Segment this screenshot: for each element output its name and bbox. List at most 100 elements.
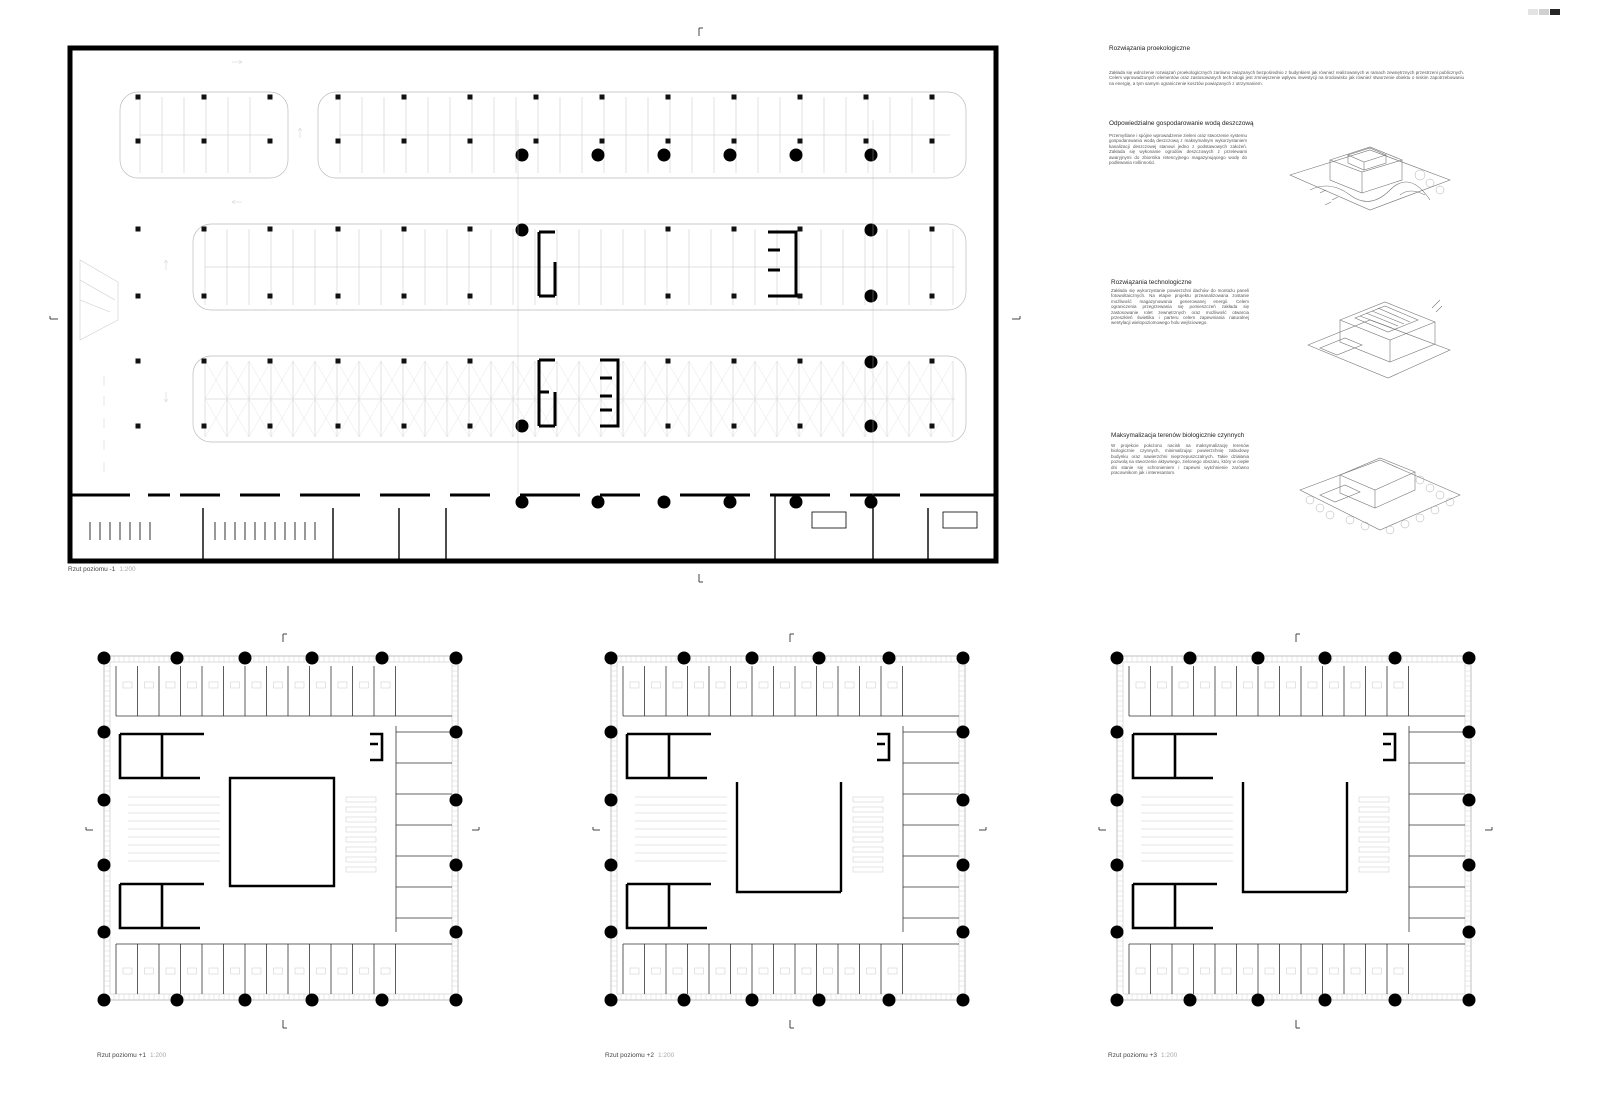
parking-bay-hatch — [886, 360, 910, 400]
section-marker-bottom — [1295, 1020, 1300, 1029]
atrium — [228, 776, 336, 888]
round-column — [591, 148, 605, 162]
square-column — [201, 226, 207, 232]
desk — [251, 681, 262, 689]
square-column — [467, 358, 473, 364]
parking-bay-hatch — [908, 398, 932, 438]
section-marker-top — [282, 633, 287, 642]
round-column — [1183, 651, 1197, 665]
parking-bay-hatch — [556, 398, 580, 438]
parking-bay-hatch — [336, 360, 360, 400]
section-paragraph-rainwater: Przemyślane i spójne wprowadzenie zielen… — [1109, 133, 1247, 166]
floor-plan-group — [85, 633, 480, 1029]
tree — [1415, 475, 1425, 485]
open-plan-desks — [128, 796, 377, 873]
square-column — [731, 293, 737, 299]
courtyard — [1319, 484, 1361, 503]
desk — [844, 681, 855, 689]
round-column — [449, 925, 463, 939]
traffic-arrows — [163, 59, 303, 403]
parking-bay-hatch — [314, 398, 338, 438]
rain-garden-path — [1309, 181, 1431, 202]
square-column — [731, 226, 737, 232]
round-column — [305, 993, 319, 1007]
parking-bay-hatch — [666, 360, 690, 400]
level-2-caption-label: Rzut poziomu +2 — [605, 1052, 654, 1059]
retention-pond — [1399, 190, 1426, 196]
square-column — [135, 138, 141, 144]
atrium-walls — [735, 782, 843, 894]
desk — [1372, 967, 1382, 975]
parking-bay-hatch — [798, 360, 822, 400]
stair-core — [118, 732, 384, 930]
round-column — [591, 495, 605, 509]
round-column — [97, 993, 111, 1007]
parking-bay-hatch — [314, 360, 338, 400]
desk — [345, 796, 377, 803]
parking-bay-hatch — [776, 360, 800, 400]
desk — [1135, 967, 1146, 975]
square-column — [797, 293, 803, 299]
square-column — [335, 138, 341, 144]
desk — [1358, 866, 1390, 873]
round-column — [864, 223, 878, 237]
furniture — [122, 681, 391, 975]
desk — [1393, 681, 1404, 689]
round-column — [812, 651, 826, 665]
parking-bay-hatch — [490, 398, 514, 438]
parking-bay-hatch — [820, 398, 844, 438]
round-column — [515, 223, 529, 237]
desk — [1243, 681, 1253, 689]
square-column — [797, 226, 803, 232]
round-column — [1462, 725, 1476, 739]
desk — [380, 967, 391, 975]
parking-bay-hatch — [424, 398, 448, 438]
round-column — [956, 925, 970, 939]
desk — [852, 866, 884, 873]
round-column — [657, 148, 671, 162]
desk — [780, 681, 790, 689]
parking-bay-hatch — [402, 360, 426, 400]
desk — [887, 681, 898, 689]
desk — [1350, 967, 1361, 975]
square-column — [467, 138, 473, 144]
round-column — [375, 651, 389, 665]
columns — [604, 651, 970, 1007]
side-offices — [1408, 726, 1465, 932]
round-column — [305, 651, 319, 665]
stair-cores — [537, 230, 798, 428]
desk — [852, 856, 884, 863]
parking-bay-hatch — [820, 360, 844, 400]
section-marker-left — [49, 316, 58, 320]
parking-bay-hatch — [204, 360, 228, 400]
round-column — [745, 993, 759, 1007]
section-paragraph-biological: W projekcie położono nacisk na maksymali… — [1111, 443, 1249, 476]
desk — [1358, 796, 1390, 803]
tree — [1445, 497, 1455, 507]
desk — [1200, 681, 1210, 689]
desk — [1307, 681, 1318, 689]
desk — [165, 681, 176, 689]
entrance-pavilion — [1319, 337, 1363, 356]
parking-bay-hatch — [446, 360, 470, 400]
round-column — [1110, 858, 1124, 872]
desk — [852, 806, 884, 813]
desk — [273, 681, 283, 689]
desk — [1329, 967, 1339, 975]
round-column — [604, 858, 618, 872]
round-column — [812, 993, 826, 1007]
round-column — [956, 725, 970, 739]
desk — [337, 967, 348, 975]
square-column — [863, 138, 869, 144]
desk — [780, 967, 790, 975]
square-column — [731, 138, 737, 144]
desk — [1286, 967, 1296, 975]
parking-bay-hatch — [864, 360, 888, 400]
square-column — [863, 94, 869, 100]
lift-core — [370, 732, 384, 762]
level-3-caption-label: Rzut poziomu +3 — [1108, 1052, 1157, 1059]
parking-bay-hatch — [688, 360, 712, 400]
desk — [359, 967, 369, 975]
square-column — [467, 94, 473, 100]
square-column — [267, 358, 273, 364]
